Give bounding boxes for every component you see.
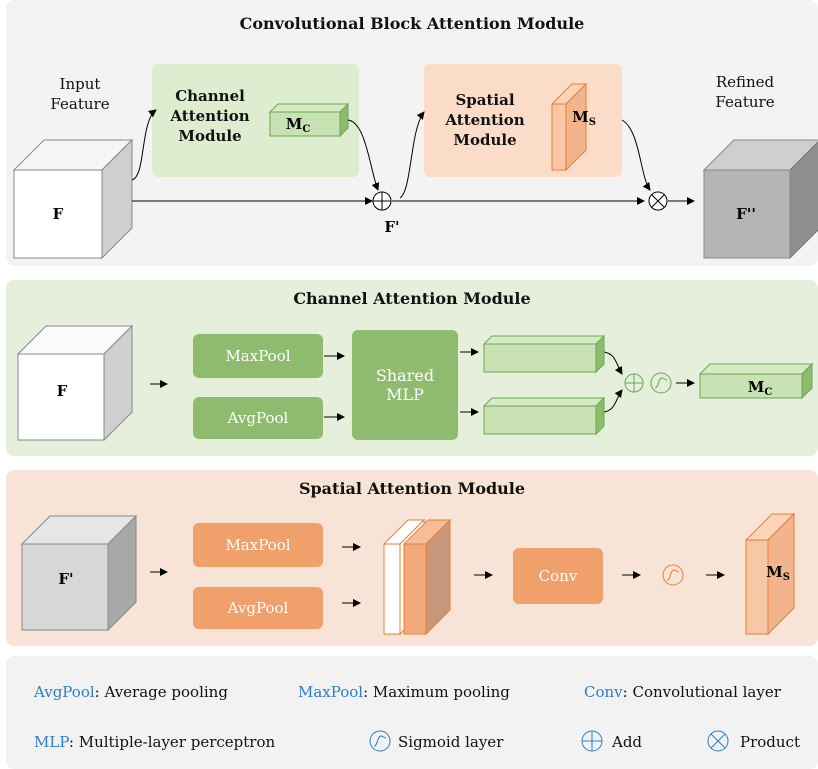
legend-sigmoid-icon bbox=[369, 730, 391, 752]
refined-feature-label: Refined Feature bbox=[715, 73, 775, 111]
input-feature-cube: F bbox=[12, 138, 134, 260]
ms-prism-spatial: MS bbox=[744, 512, 796, 636]
input-cube-label: F bbox=[53, 205, 64, 223]
ms-prism-top: MS bbox=[550, 82, 596, 172]
spatial-sigmoid-icon bbox=[662, 564, 684, 586]
channel-input-cube: F bbox=[16, 324, 134, 442]
legend-product-icon bbox=[707, 730, 729, 752]
legend-mlp: MLP: Multiple-layer perceptron bbox=[34, 733, 276, 751]
input-feature-label: Input Feature bbox=[50, 75, 110, 113]
svg-text:MC: MC bbox=[748, 378, 773, 398]
spatial-attention-title: Spatial Attention Module bbox=[298, 479, 526, 498]
conv-box: Conv bbox=[513, 548, 603, 604]
channel-avgpool-box: AvgPool bbox=[193, 397, 323, 439]
cbam-arrows bbox=[131, 109, 695, 205]
mlp-output-prism-2 bbox=[482, 396, 606, 436]
cbam-panel: Convolutional Block Attention Module bbox=[6, 0, 818, 266]
svg-text:F': F' bbox=[58, 570, 73, 588]
spatial-avgpool-box: AvgPool bbox=[193, 587, 323, 629]
product-symbol-top bbox=[648, 191, 668, 211]
legend-add-icon bbox=[581, 730, 603, 752]
svg-text:MS: MS bbox=[766, 563, 790, 583]
legend-panel bbox=[6, 656, 818, 769]
legend-maxpool: MaxPool: Maximum pooling bbox=[298, 683, 510, 701]
pooled-feature-maps bbox=[382, 518, 452, 636]
channel-add-symbol bbox=[624, 373, 644, 393]
svg-text:MC: MC bbox=[286, 115, 311, 135]
mc-prism-top: MC bbox=[268, 102, 350, 138]
legend-add-label: Add bbox=[612, 733, 643, 751]
channel-sigmoid-icon bbox=[650, 372, 672, 394]
shared-mlp-box: Shared MLP bbox=[352, 330, 458, 440]
legend-conv: Conv: Convolutional layer bbox=[584, 683, 781, 701]
mlp-output-prism-1 bbox=[482, 334, 606, 374]
svg-text:MS: MS bbox=[572, 108, 596, 128]
spatial-module-label: Spatial Attention Module bbox=[445, 91, 525, 149]
spatial-module-box bbox=[424, 64, 622, 177]
refined-cube-label: F'' bbox=[736, 205, 756, 223]
add-symbol-top bbox=[372, 191, 392, 211]
channel-maxpool-box: MaxPool bbox=[193, 334, 323, 378]
mc-prism-channel: MC bbox=[698, 362, 814, 400]
spatial-input-cube: F' bbox=[20, 514, 138, 632]
refined-feature-cube: F'' bbox=[702, 139, 818, 260]
f-prime-label: F' bbox=[384, 218, 399, 236]
channel-module-label: Channel Attention Module bbox=[170, 87, 250, 145]
cbam-title: Convolutional Block Attention Module bbox=[239, 14, 585, 33]
legend-product-label: Product bbox=[740, 733, 800, 751]
spatial-maxpool-box: MaxPool bbox=[193, 523, 323, 567]
svg-text:F: F bbox=[57, 382, 68, 400]
legend-avgpool: AvgPool: Average pooling bbox=[34, 683, 228, 701]
channel-arrows bbox=[150, 348, 695, 421]
legend-sigmoid-label: Sigmoid layer bbox=[398, 733, 504, 751]
channel-attention-title: Channel Attention Module bbox=[293, 289, 531, 308]
spatial-arrows bbox=[150, 543, 725, 607]
